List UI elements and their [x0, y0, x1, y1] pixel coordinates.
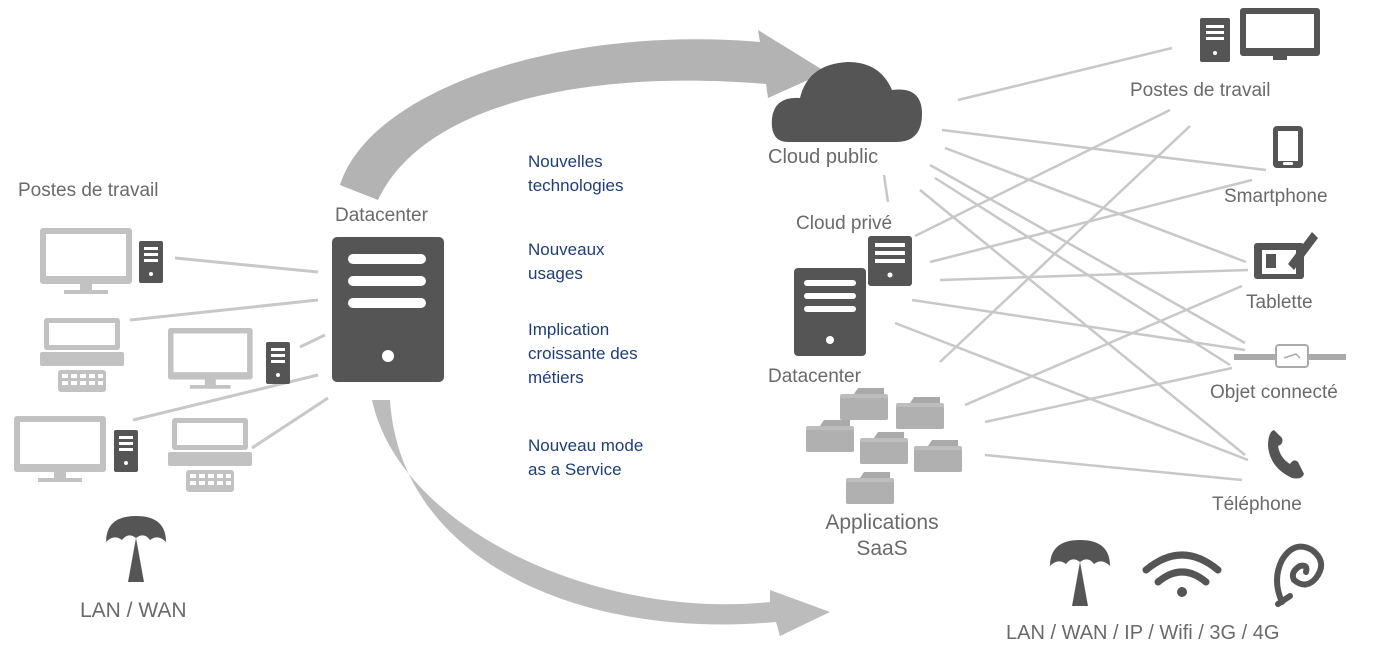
cloud-public-icon: [771, 62, 922, 142]
left-workstation-4: [14, 416, 138, 482]
device-label-workstations: Postes de travail: [1130, 80, 1271, 101]
right-network-label: LAN / WAN / IP / Wifi / 3G / 4G: [1006, 622, 1280, 644]
mobile-network-icon: [1274, 543, 1325, 607]
driver-line: usages: [528, 264, 583, 283]
driver-item: Implication croissante des métiers: [528, 318, 638, 390]
driver-line: Nouveaux: [528, 240, 605, 259]
connected-object-icon: [1234, 344, 1346, 368]
left-workstation-2: [40, 318, 124, 392]
left-datacenter-label: Datacenter: [335, 205, 428, 226]
left-antenna-icon: [106, 516, 166, 582]
left-network-label: LAN / WAN: [80, 599, 187, 622]
right-datacenter-icon: [794, 268, 866, 356]
cloud-private-label: Cloud privé: [796, 213, 893, 234]
migration-arrow-top: [340, 30, 826, 200]
migration-arrow-bottom: [372, 400, 830, 636]
device-label-connected-object: Objet connecté: [1210, 382, 1338, 403]
device-label-smartphone: Smartphone: [1224, 186, 1328, 207]
driver-line: métiers: [528, 368, 584, 387]
driver-item: Nouveaux usages: [528, 238, 605, 286]
left-workstation-5: [168, 418, 252, 492]
right-datacenter-label: Datacenter: [768, 366, 861, 387]
driver-line: Nouvelles: [528, 152, 603, 171]
saas-label-line: SaaS: [856, 537, 908, 560]
driver-line: Implication: [528, 320, 610, 339]
cloud-public-label: Cloud public: [768, 146, 879, 168]
saas-label-line: Applications: [825, 511, 939, 534]
right-antenna-icon: [1050, 540, 1110, 606]
driver-line: as a Service: [528, 460, 622, 479]
left-workstation-3: [168, 328, 290, 389]
driver-line: technologies: [528, 176, 624, 195]
left-workstation-1: [40, 228, 163, 294]
driver-line: Nouveau mode: [528, 436, 644, 455]
smartphone-icon: [1273, 126, 1303, 168]
saas-folders-icon: [806, 388, 962, 504]
cloud-private-server-icon: [868, 236, 912, 286]
phone-icon: [1268, 430, 1304, 479]
datacenter-server-icon: [332, 237, 444, 382]
wifi-icon: [1142, 551, 1222, 597]
device-label-tablet: Tablette: [1246, 292, 1313, 313]
tablet-icon: [1254, 232, 1318, 279]
right-connection-lines: [882, 46, 1267, 482]
driver-item: Nouvelles technologies: [528, 150, 623, 198]
right-workstation-icon: [1200, 8, 1320, 62]
driver-item: Nouveau mode as a Service: [528, 434, 643, 482]
driver-line: croissante des: [528, 344, 638, 363]
left-workstations-label: Postes de travail: [18, 180, 159, 201]
device-label-phone: Téléphone: [1212, 494, 1302, 515]
saas-label: Applications SaaS: [802, 510, 962, 562]
